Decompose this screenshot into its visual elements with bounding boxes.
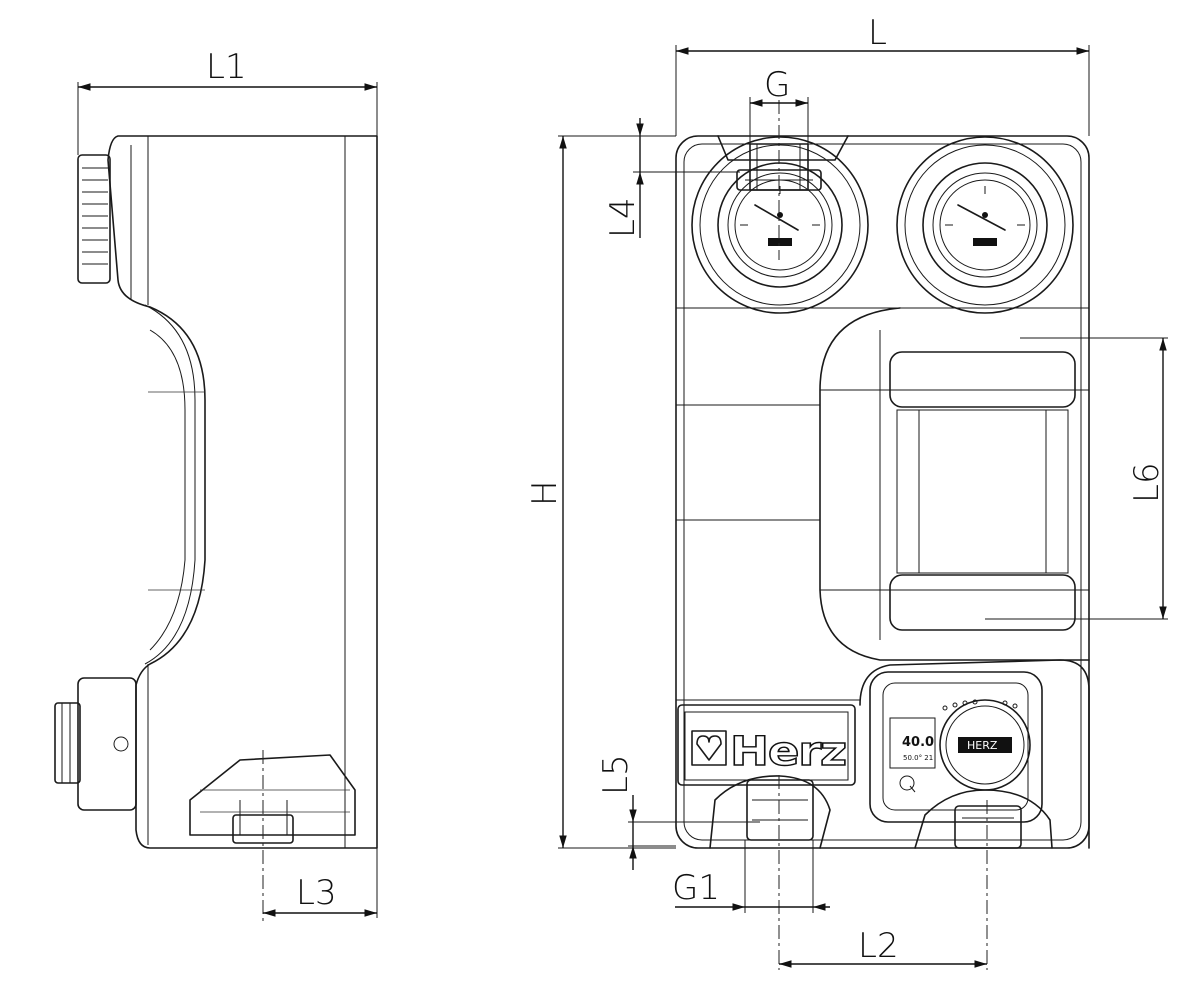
dim-label-l5: L5 (596, 754, 636, 795)
dim-label-g1: G1 (672, 868, 720, 908)
pump-controller: HERZ 40.0 50.0° 21 (859, 659, 1090, 849)
herz-logo-plate: Herz (677, 704, 856, 786)
dim-label-l6: L6 (1127, 462, 1167, 503)
controller-display-value: 40.0 (902, 735, 934, 750)
side-pump-knob (54, 677, 137, 811)
controller-label: HERZ (967, 739, 998, 752)
dim-label-l3: L3 (296, 873, 337, 913)
dim-label-h: H (525, 480, 565, 506)
front-view: HERZ 40.0 50.0° 21 Herz (525, 13, 1168, 970)
right-gauge (896, 136, 1074, 314)
dim-label-l: L (868, 13, 887, 53)
bottom-left-connector (709, 775, 831, 849)
dim-label-g: G (764, 65, 790, 105)
controller-display-small: 50.0° 21 (903, 754, 933, 762)
bottom-right-connector (914, 789, 1053, 849)
brand-logo-text: Herz (730, 729, 846, 775)
side-bottom-fitting (189, 754, 356, 844)
dim-label-l1: L1 (206, 47, 247, 87)
center-handle (889, 351, 1076, 631)
side-top-cap (77, 154, 111, 284)
side-view: L1 L3 (54, 47, 378, 925)
dim-label-l4: L4 (603, 197, 643, 238)
left-gauge (691, 136, 869, 314)
dim-label-l2: L2 (858, 926, 899, 966)
